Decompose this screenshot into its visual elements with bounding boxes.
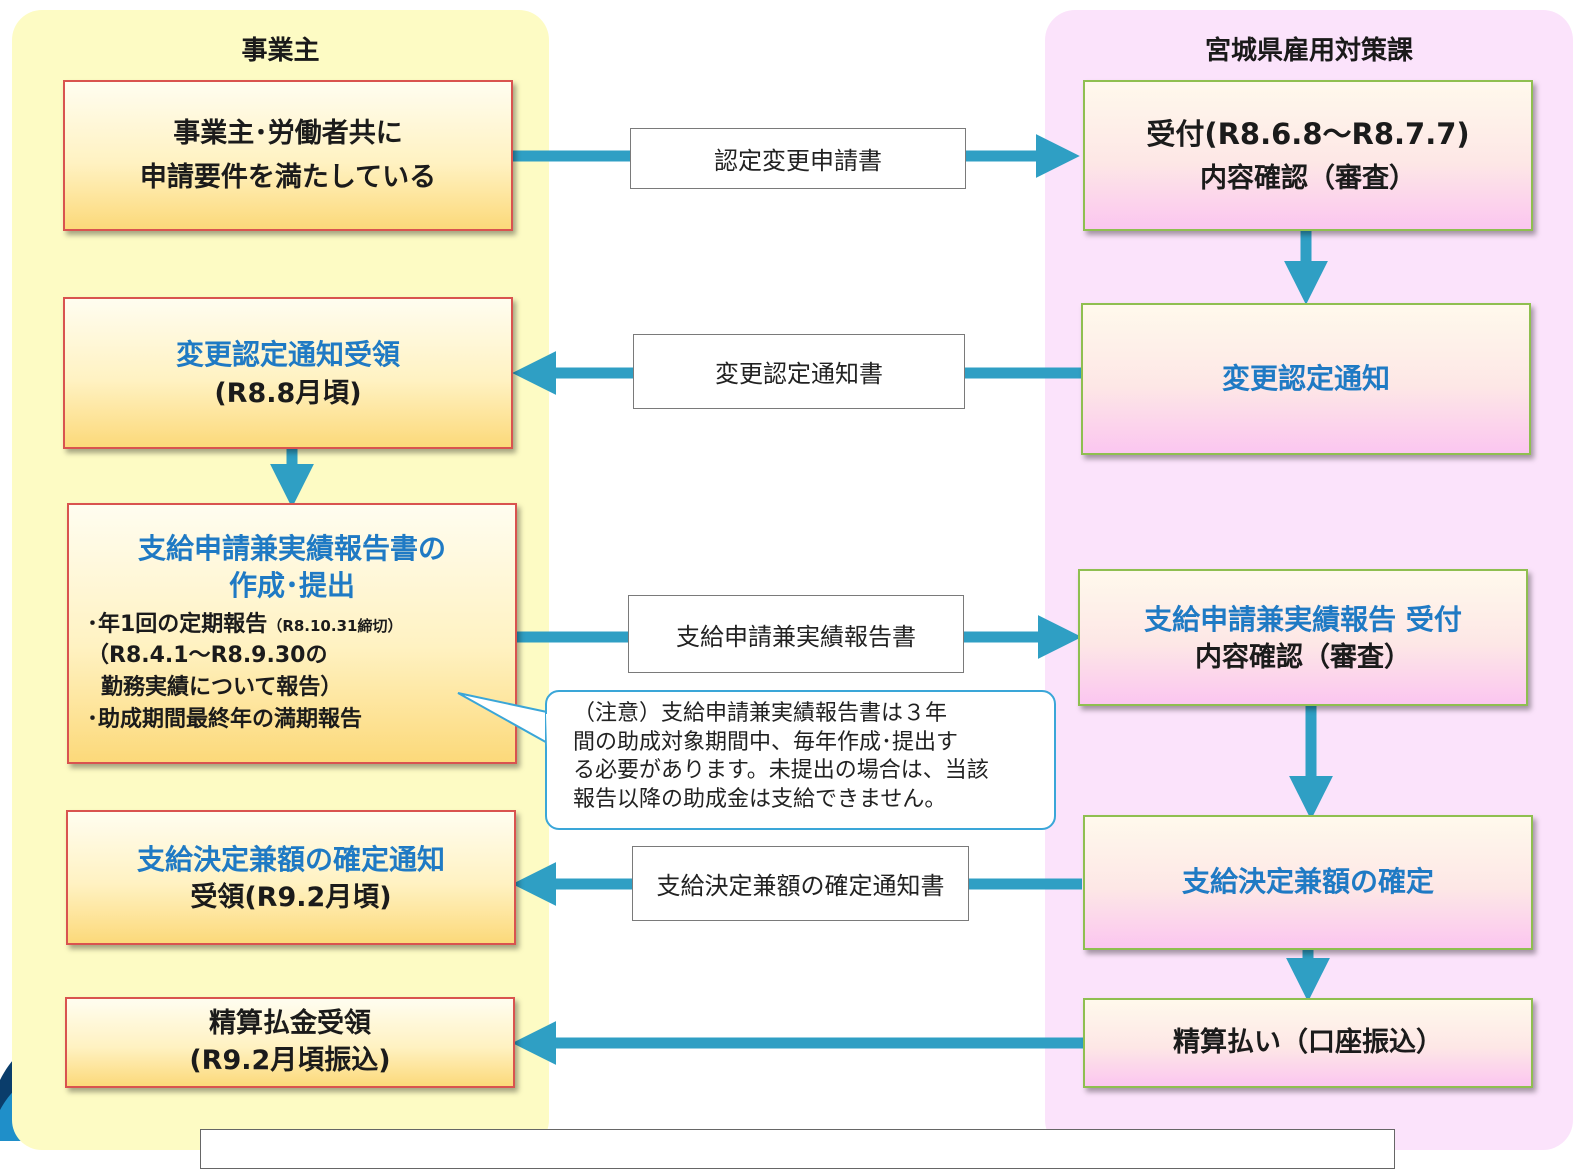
report-submit-details: ･年1回の定期報告（R8.10.31締切） （R8.4.1～R8.9.30の 勤… xyxy=(87,609,402,737)
note-line-2: 間の助成対象期間中、毎年作成･提出す xyxy=(573,729,959,755)
office-lane-title: 宮城県雇用対策課 xyxy=(1204,36,1413,66)
note-line-3: る必要があります。未提出の場合は、当該 xyxy=(573,758,989,784)
report-submit-title-2: 作成･提出 xyxy=(228,569,355,603)
change-notice-box: 変更認定通知 xyxy=(1081,303,1531,455)
report-item-work-record: 勤務実績について報告） xyxy=(101,675,343,701)
change-notice-received-date: (R8.8月頃) xyxy=(214,377,362,409)
doc-label-decision-notice: 支給決定兼額の確定通知書 xyxy=(632,846,969,921)
change-notice-title: 変更認定通知 xyxy=(1221,361,1390,395)
report-item-period: （R8.4.1～R8.9.30の xyxy=(87,643,328,669)
requirements-line-1: 事業主･労働者共に xyxy=(173,118,403,150)
report-reception-box: 支給申請兼実績報告 受付 内容確認（審査） xyxy=(1078,569,1528,706)
bottom-info-box xyxy=(200,1129,1395,1169)
reception-period: 受付(R8.6.8～R8.7.7) xyxy=(1146,116,1470,151)
report-reception-title: 支給申請兼実績報告 受付 xyxy=(1144,602,1462,636)
report-deadline: （R8.10.31締切） xyxy=(267,616,403,635)
settlement-box: 精算払い（口座振込） xyxy=(1083,998,1533,1088)
doc-label-change-application: 認定変更申請書 xyxy=(630,128,966,189)
requirements-met-box: 事業主･労働者共に 申請要件を満たしている xyxy=(63,80,513,231)
note-line-4: 報告以降の助成金は支給できません。 xyxy=(573,786,947,812)
report-submit-box: 支給申請兼実績報告書の 作成･提出 ･年1回の定期報告（R8.10.31締切） … xyxy=(67,503,517,764)
reception-review: 内容確認（審査） xyxy=(1200,163,1416,195)
amount-decision-title: 支給決定兼額の確定 xyxy=(1181,865,1434,899)
note-callout: （注意）支給申請兼実績報告書は３年 間の助成対象期間中、毎年作成･提出す る必要… xyxy=(545,690,1056,830)
report-item-final: ･助成期間最終年の満期報告 xyxy=(87,707,363,733)
payment-received-box: 精算払金受領 (R9.2月頃振込) xyxy=(65,997,515,1088)
employer-lane-title: 事業主 xyxy=(241,36,320,66)
reception-review-box: 受付(R8.6.8～R8.7.7) 内容確認（審査） xyxy=(1083,80,1533,231)
decision-received-title: 支給決定兼額の確定通知 xyxy=(136,842,445,876)
payment-received-title: 精算払金受領 xyxy=(209,1008,371,1040)
doc-label-report: 支給申請兼実績報告書 xyxy=(628,595,964,673)
report-submit-title-1: 支給申請兼実績報告書の xyxy=(137,532,446,565)
change-notice-received-title: 変更認定通知受領 xyxy=(175,338,400,372)
amount-decision-box: 支給決定兼額の確定 xyxy=(1083,815,1533,950)
payment-received-date: (R9.2月頃振込) xyxy=(189,1044,391,1076)
requirements-line-2: 申請要件を満たしている xyxy=(139,161,437,193)
decision-received-box: 支給決定兼額の確定通知 受領(R9.2月頃) xyxy=(66,810,516,945)
change-notice-received-box: 変更認定通知受領 (R8.8月頃) xyxy=(63,297,513,449)
note-line-1: （注意）支給申請兼実績報告書は３年 xyxy=(573,701,948,726)
decision-received-date: 受領(R9.2月頃) xyxy=(190,882,392,914)
report-item-annual: ･年1回の定期報告（R8.10.31締切） xyxy=(87,611,403,637)
doc-label-change-notice: 変更認定通知書 xyxy=(633,334,965,409)
settlement-title: 精算払い（口座振込） xyxy=(1173,1027,1443,1059)
report-reception-review: 内容確認（審査） xyxy=(1195,642,1411,674)
